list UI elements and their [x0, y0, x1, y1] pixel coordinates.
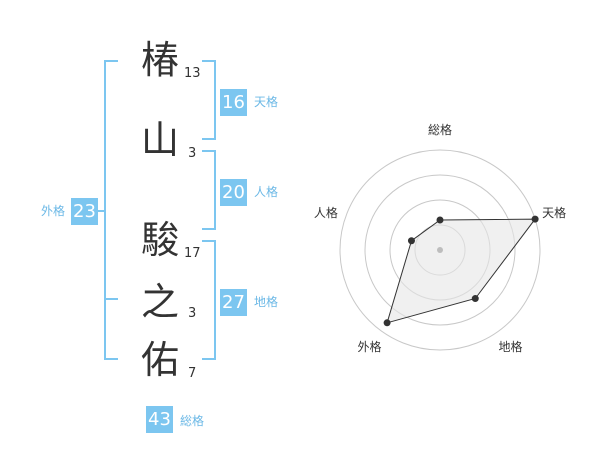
chikaku-bracket — [214, 240, 216, 360]
tenkaku-bracket-bottom — [202, 138, 216, 140]
gaikaku-value-badge: 23 — [71, 198, 98, 225]
radar-point-1 — [531, 215, 539, 223]
soukaku-label: 総格 — [180, 414, 205, 428]
tenkaku-bracket-top — [202, 60, 216, 62]
gaikaku-bracket — [104, 60, 106, 360]
chikaku-label: 地格 — [254, 295, 279, 309]
name-char-5: 佑 — [140, 338, 179, 382]
gaikaku-bracket-bottom — [104, 358, 118, 360]
radar-ring-4 — [339, 149, 541, 351]
stroke-count-1: 13 — [184, 66, 201, 81]
jinkaku-label: 人格 — [254, 185, 279, 199]
name-char-4: 之 — [140, 280, 179, 324]
name-char-2: 山 — [140, 118, 179, 162]
radar-points — [383, 215, 539, 327]
tenkaku-value-badge: 16 — [220, 89, 247, 116]
gaikaku-bracket-mid — [104, 298, 118, 300]
chikaku-bracket-bottom — [202, 358, 216, 360]
jinkaku-bracket-top — [202, 150, 216, 152]
jinkaku-value-badge: 20 — [220, 179, 247, 206]
radar-point-0 — [436, 216, 444, 224]
jinkaku-bracket — [214, 150, 216, 230]
stroke-count-5: 7 — [188, 366, 197, 381]
radar-axis-label-3: 外格 — [357, 339, 381, 354]
radar-axis-label-1: 天格 — [542, 205, 566, 220]
radar-axis-label-2: 地格 — [498, 339, 522, 354]
radar-point-2 — [471, 295, 479, 303]
stroke-count-3: 17 — [184, 246, 201, 261]
radar-center-dot — [437, 247, 443, 253]
radar-axis-label-0: 総格 — [428, 122, 452, 137]
stroke-count-4: 3 — [188, 306, 197, 321]
radar-area — [387, 219, 536, 323]
radar-point-4 — [407, 237, 415, 245]
gaikaku-label: 外格 — [41, 204, 66, 218]
name-char-3: 駿 — [140, 218, 179, 262]
stroke-count-2: 3 — [188, 146, 197, 161]
chikaku-bracket-top — [202, 240, 216, 242]
name-char-1: 椿 — [140, 38, 179, 82]
tenkaku-bracket — [214, 60, 216, 140]
tenkaku-label: 天格 — [254, 95, 279, 109]
jinkaku-bracket-bottom — [202, 228, 216, 230]
soukaku-value-badge: 43 — [146, 406, 173, 433]
radar-axis-label-4: 人格 — [314, 205, 338, 220]
chikaku-value-badge: 27 — [220, 289, 247, 316]
radar-outline — [386, 218, 537, 324]
gaikaku-connector — [98, 210, 104, 212]
gaikaku-bracket-top — [104, 60, 118, 62]
radar-point-3 — [383, 319, 391, 327]
radar-ring-3 — [364, 174, 516, 326]
